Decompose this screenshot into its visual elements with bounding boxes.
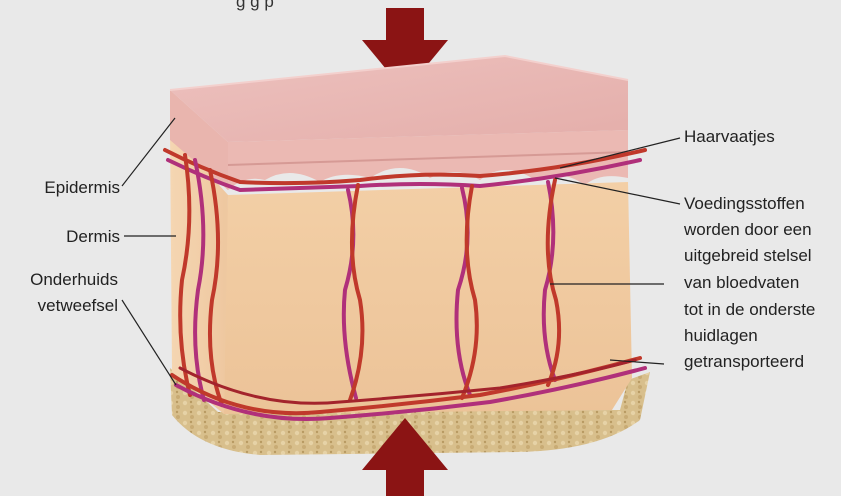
label-subcutis-line1: Onderhuids	[4, 268, 118, 292]
top-caption-fragment: g g p	[236, 0, 274, 12]
label-nutrients-7: getransporteerd	[684, 350, 804, 374]
label-subcutis-line2: vetweefsel	[4, 294, 118, 318]
label-nutrients-4: van bloedvaten	[684, 271, 799, 295]
label-dermis: Dermis	[18, 225, 120, 249]
label-nutrients-1: Voedingsstoffen	[684, 192, 805, 216]
label-nutrients-2: worden door een	[684, 218, 812, 242]
label-epidermis: Epidermis	[18, 176, 120, 200]
label-capillaries: Haarvaatjes	[684, 125, 775, 149]
label-nutrients-6: huidlagen	[684, 324, 758, 348]
label-nutrients-5: tot in de onderste	[684, 298, 815, 322]
label-nutrients-3: uitgebreid stelsel	[684, 244, 812, 268]
dermis-front-face	[222, 182, 632, 414]
skin-top-surface	[170, 56, 628, 142]
